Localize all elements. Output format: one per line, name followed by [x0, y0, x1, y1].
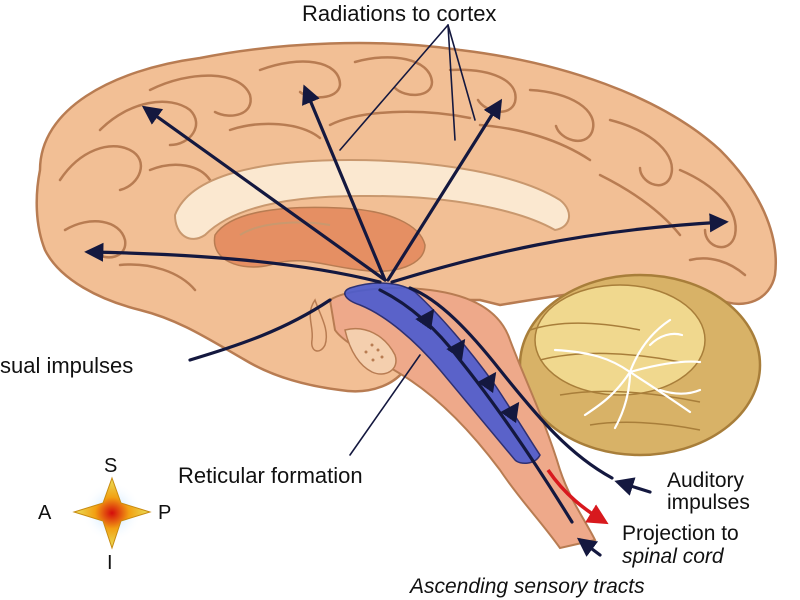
compass-rose	[74, 478, 150, 548]
cerebellum	[520, 275, 760, 455]
reticular-formation-label: Reticular formation	[178, 465, 363, 487]
radiations-label: Radiations to cortex	[302, 3, 496, 25]
compass-anterior: A	[38, 502, 51, 525]
compass-inferior: I	[107, 552, 113, 575]
compass-superior: S	[104, 455, 117, 478]
auditory-label-line1: Auditory	[667, 470, 744, 491]
ascending-tracts-label: Ascending sensory tracts	[410, 576, 645, 597]
compass-posterior: P	[158, 502, 171, 525]
projection-label-line2: spinal cord	[622, 546, 724, 567]
projection-label-line1: Projection to	[622, 523, 739, 544]
auditory-label-line2: impulses	[667, 492, 750, 513]
visual-impulses-label: sual impulses	[0, 355, 133, 377]
